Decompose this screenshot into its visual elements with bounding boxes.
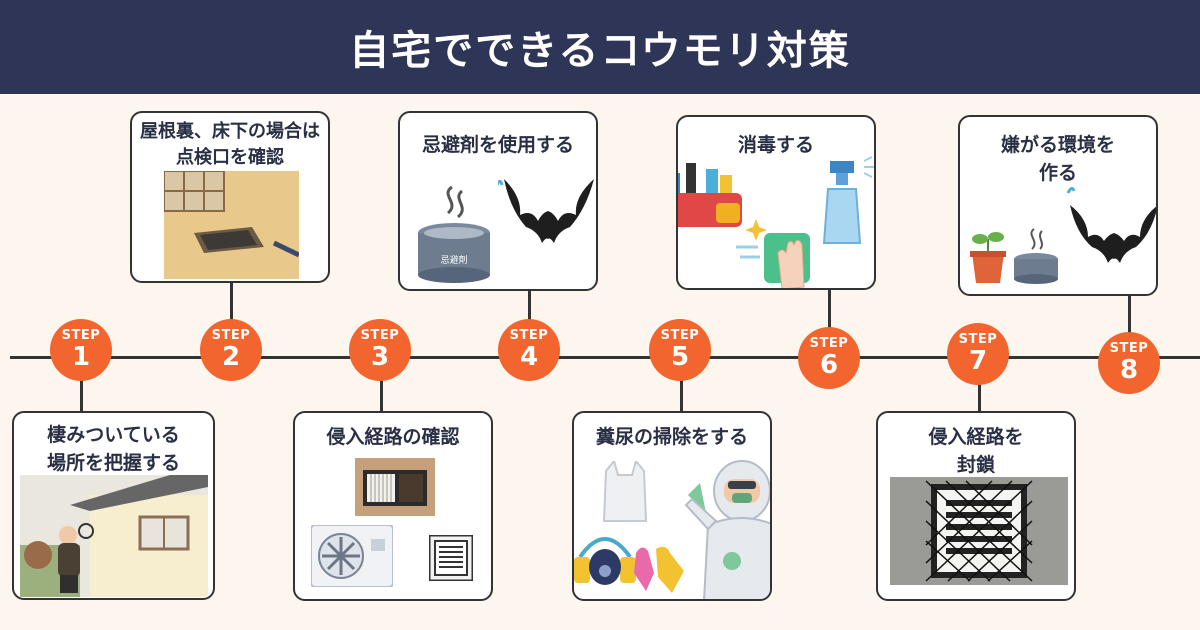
step-label: STEP <box>660 328 700 343</box>
step-label: STEP <box>958 332 998 347</box>
step-badge-2: STEP 2 <box>200 319 262 381</box>
card-title: 棲みついている 場所を把握する <box>14 421 213 477</box>
card-title: 消毒する <box>678 131 874 159</box>
step-label: STEP <box>61 328 101 343</box>
step-card-2: 屋根裏、床下の場合は 点検口を確認 <box>130 111 330 283</box>
connector-step1 <box>80 372 83 412</box>
card-title: 糞尿の掃除をする <box>574 423 770 451</box>
bat-icon <box>1066 186 1156 263</box>
spray-bottle-icon <box>822 156 874 244</box>
protective-suit-worker <box>684 460 770 599</box>
gloves-icon <box>634 546 684 593</box>
step-card-5: 糞尿の掃除をする <box>572 411 772 601</box>
plastic-bag-icon <box>602 461 648 522</box>
connector-step4 <box>528 288 531 330</box>
step-number: 7 <box>968 346 988 376</box>
card-title-line: 封鎖 <box>956 454 995 476</box>
card-title-line: 点検口を確認 <box>176 147 284 168</box>
card-title-line: 侵入経路の確認 <box>326 426 460 448</box>
card-title: 忌避剤を使用する <box>400 131 596 159</box>
step-number: 8 <box>1119 355 1139 385</box>
step-number: 6 <box>819 350 839 380</box>
air-conditioner-icon <box>311 525 393 587</box>
can-label: 忌避剤 <box>440 254 467 266</box>
vent-illustration <box>355 458 435 516</box>
repellent-can-small-icon <box>1014 228 1058 284</box>
sealed-vent-illustration <box>890 477 1068 585</box>
connector-step6 <box>828 288 831 336</box>
card-title-line: 嫌がる環境を <box>1000 134 1115 156</box>
step-number: 2 <box>221 342 241 372</box>
step-label: STEP <box>211 328 251 343</box>
card-title-line: 侵入経路を <box>928 426 1024 448</box>
card-title-line: 忌避剤を使用する <box>421 134 574 156</box>
repellent-can-illustration: 忌避剤 <box>418 185 490 283</box>
vent-cover-icon <box>429 535 473 581</box>
page-title: 自宅でできるコウモリ対策 <box>349 28 851 74</box>
card-title-line: 糞尿の掃除をする <box>595 426 748 448</box>
house-inspection-illustration <box>20 475 208 597</box>
wipe-hand-icon <box>736 219 810 288</box>
connector-step7 <box>978 372 981 412</box>
step-label: STEP <box>509 328 549 343</box>
card-title: 侵入経路を 封鎖 <box>878 423 1074 479</box>
card-title-line: 屋根裏、床下の場合は <box>140 121 320 142</box>
step-badge-6: STEP 6 <box>798 327 860 389</box>
gas-mask-icon <box>574 537 636 585</box>
step-badge-3: STEP 3 <box>349 319 411 381</box>
cleaning-supplies-icon <box>678 163 742 227</box>
potted-plant-icon <box>970 232 1006 283</box>
step-card-4: 忌避剤を使用する 忌避剤 <box>398 111 598 291</box>
card-title: 屋根裏、床下の場合は 点検口を確認 <box>132 119 328 171</box>
step-card-3: 侵入経路の確認 <box>293 411 493 601</box>
header-banner: 自宅でできるコウモリ対策 <box>0 0 1200 94</box>
step-number: 4 <box>519 342 539 372</box>
step-badge-4: STEP 4 <box>498 319 560 381</box>
step-label: STEP <box>809 336 849 351</box>
step-badge-1: STEP 1 <box>50 319 112 381</box>
step-card-8: 嫌がる環境を 作る <box>958 115 1158 296</box>
connector-step8 <box>1128 296 1131 338</box>
connector-step3 <box>380 372 383 412</box>
step-card-1: 棲みついている 場所を把握する <box>12 411 215 600</box>
step-label: STEP <box>360 328 400 343</box>
card-title: 侵入経路の確認 <box>295 423 491 451</box>
bat-icon <box>498 179 594 243</box>
connector-step2 <box>230 280 233 330</box>
connector-step5 <box>680 372 683 412</box>
step-label: STEP <box>1109 341 1149 356</box>
card-title-line: 棲みついている <box>47 424 180 446</box>
floor-hatch-illustration <box>164 171 299 279</box>
card-title-line: 場所を把握する <box>46 452 180 474</box>
step-number: 5 <box>670 342 690 372</box>
step-badge-8: STEP 8 <box>1098 332 1160 394</box>
card-title-line: 作る <box>1038 162 1077 184</box>
step-badge-5: STEP 5 <box>649 319 711 381</box>
step-number: 3 <box>370 342 390 372</box>
card-title-line: 消毒する <box>737 134 814 156</box>
step-card-7: 侵入経路を 封鎖 <box>876 411 1076 601</box>
step-card-6: 消毒する <box>676 115 876 290</box>
timeline-line <box>10 356 1200 359</box>
card-title: 嫌がる環境を 作る <box>960 131 1156 187</box>
step-number: 1 <box>71 342 91 372</box>
step-badge-7: STEP 7 <box>947 323 1009 385</box>
